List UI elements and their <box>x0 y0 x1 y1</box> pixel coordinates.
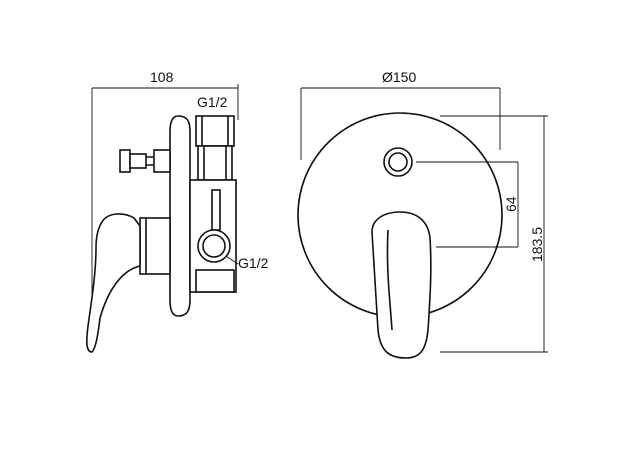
dim-plate-diameter-label: Ø150 <box>382 69 416 85</box>
inlet-side-fitting: G1/2 <box>197 229 269 271</box>
diverter-button <box>383 147 518 177</box>
lever-handle-side <box>86 213 171 353</box>
inlet-top-label: G1/2 <box>197 94 228 110</box>
side-view: 108 G1/2 <box>86 69 269 353</box>
front-view: Ø150 64 183.5 <box>297 69 548 359</box>
inlet-side-label: G1/2 <box>238 255 269 271</box>
dim-button-offset-label: 64 <box>503 196 519 212</box>
lever-handle-front <box>371 211 432 359</box>
dim-button-offset: 64 <box>436 162 519 248</box>
dim-total-height: 183.5 <box>440 115 548 353</box>
dim-plate-diameter: Ø150 <box>300 69 501 160</box>
wall-plate-side <box>169 115 191 317</box>
inlet-top-fitting: G1/2 <box>195 94 235 181</box>
lever-shade-line <box>386 229 393 331</box>
dim-side-depth-label: 108 <box>150 69 174 85</box>
dim-total-height-label: 183.5 <box>529 227 545 262</box>
dim-side-depth: 108 <box>91 69 239 330</box>
diverter-stem <box>119 149 171 173</box>
